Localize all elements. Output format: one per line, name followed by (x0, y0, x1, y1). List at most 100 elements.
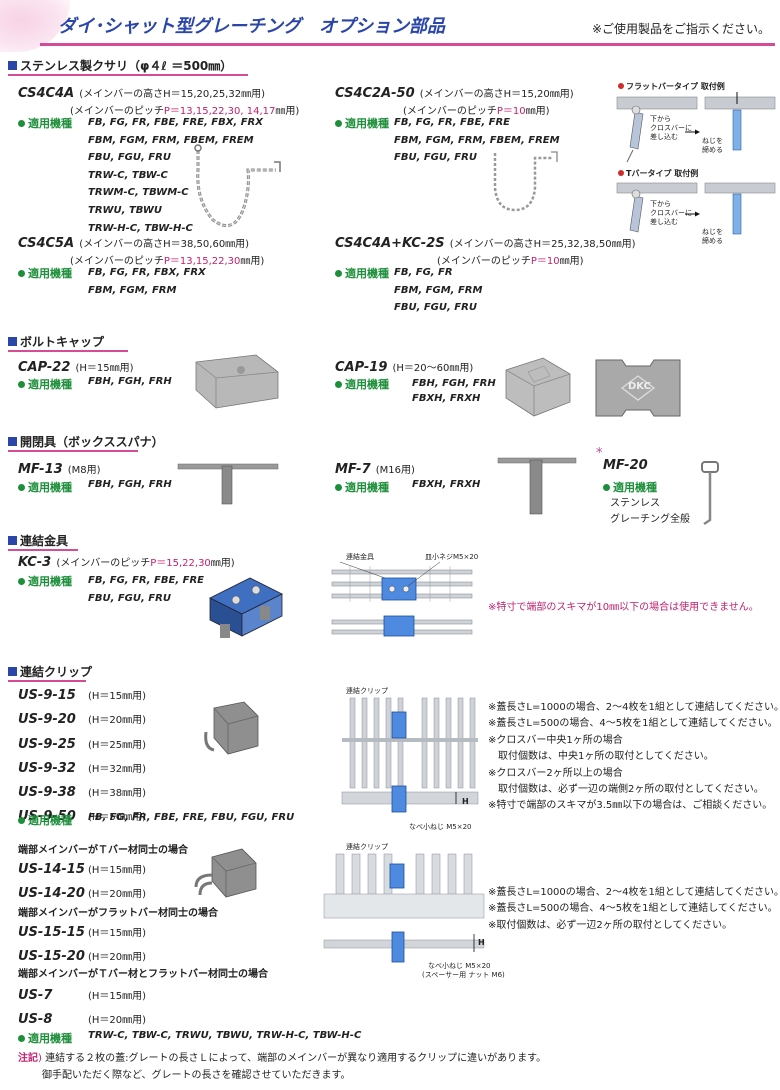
section-underline (8, 74, 248, 76)
model-height: (メインバーの高さH＝15,20,25,32㎜用) (79, 89, 265, 100)
h-dimension-label-2: H (478, 938, 485, 947)
kc-installation-diagram (331, 561, 473, 637)
clip-installation-diagram (341, 697, 479, 813)
t-bar-install-title: Tバータイプ 取付例 (618, 168, 698, 179)
bullet-icon (18, 120, 25, 127)
header-divider (40, 43, 775, 46)
machine-list-cs4c4a-kc-2s: FB, FG, FR FBM, FGM, FRM FBU, FGU, FRU (394, 267, 483, 314)
section-heading-cap: ボルトキャップ (8, 333, 104, 350)
model-spec: (M16用) (375, 465, 415, 476)
kc-diagram-label-screw: 皿小ネジM5×20 (425, 553, 479, 561)
box-spanner-image (497, 457, 577, 515)
footer-note: 注記) 連結する２枚の蓋:グレートの長さＬによって、端部のメインバーが異なり適用… (18, 1053, 547, 1064)
star-mark: * (596, 446, 603, 461)
model-spec: (M8用) (67, 465, 101, 476)
machine-list-mf-13: FBH, FGH, FRH (88, 479, 172, 490)
machine-list-us-b: TRW-C, TBW-C, TRWU, TBWU, TRW-H-C, TBW-H… (88, 1030, 362, 1041)
clip-diagram-label-2: 連結クリップ (346, 843, 388, 851)
section-heading-us: 連結クリップ (8, 663, 92, 680)
model-height: (メインバーの高さH＝25,32,38,50㎜用) (449, 239, 636, 250)
model-name: KC-3 (18, 555, 52, 570)
applicable-label: 適用機種 (18, 812, 72, 828)
us-notes-group-2: ※蓋長さL=1000の場合、2〜4枚を1組として連結してください。 ※蓋長さL=… (488, 887, 780, 931)
chain-image (194, 144, 281, 228)
model-name: CS4C4A+KC-2S (335, 236, 445, 251)
section-heading-chain: ステンレス製クサリ（φ４ℓ ＝500㎜） (8, 57, 232, 74)
mixed-case-heading: 端部メインバーがＴバー材とフラットバー材同士の場合 (18, 969, 268, 980)
clip-screw-label-2: なべ小ねじ M5×20 (428, 962, 491, 970)
section-underline (8, 350, 128, 352)
model-name: CS4C5A (18, 236, 75, 251)
applicable-label: 適用機種 (603, 479, 657, 495)
model-name: CS4C2A-50 (335, 86, 415, 101)
bolt-cap-image (505, 357, 571, 417)
applicable-label: 適用機種 (18, 573, 72, 589)
footer-line-2: 御手配いただく際など、グレートの長さを確認させていただきます。 (42, 1070, 351, 1081)
section-marker-icon (8, 437, 17, 446)
model-spec: (H＝20〜60㎜用) (392, 363, 474, 374)
section-underline (8, 680, 86, 682)
footer-label: 注記 (18, 1053, 38, 1064)
h-dimension-label: H (462, 797, 469, 806)
t-bar-tighten-caption: ねじを 締める (702, 228, 723, 245)
t-bar-install-caption: 下から クロスバーに 差し込む (650, 200, 692, 226)
box-spanner-image (177, 463, 279, 505)
section-underline (8, 549, 78, 551)
opener-hook-image (701, 461, 719, 526)
footer-line-1: 連結する２枚の蓋:グレートの長さＬによって、端部のメインバーが異なり適用するクリ… (45, 1053, 547, 1064)
bullet-icon (18, 381, 25, 388)
chain-image (493, 151, 558, 212)
machine-list-cs4c5a: FB, FG, FR, FBX, FRX FBM, FGM, FRM (88, 267, 206, 296)
flat-bar-install-diagram (616, 92, 776, 163)
t-bar-install-diagram (616, 182, 776, 235)
bullet-icon (335, 484, 342, 491)
us-models-group-f: US-15-15(H＝15㎜用) US-15-20(H＝20㎜用) (18, 925, 147, 964)
flat-bar-install-caption: 下から クロスバーに 差し込む (650, 115, 692, 141)
bullet-icon (335, 270, 342, 277)
section-marker-icon (8, 61, 17, 70)
section-heading-kc: 連結金具 (8, 532, 68, 549)
bullet-icon (18, 1035, 25, 1042)
us-models-group-m: US-7(H＝15㎜用) US-8(H＝20㎜用) (18, 988, 147, 1027)
machine-list-mf-20: ステンレス グレーチング全般 (610, 498, 690, 525)
us-notes-group-1: ※蓋長さL=1000の場合、2〜4枚を1組として連結してください。 ※蓋長さL=… (488, 702, 780, 812)
product-kc-3: KC-3 (メインバーのピッチP＝15,22,30㎜用) (18, 555, 235, 570)
applicable-label: 適用機種 (18, 265, 72, 281)
model-name-mf-20: MF-20 (603, 458, 648, 473)
header-note: ※ご使用製品をご指示ください。 (591, 22, 770, 36)
flat-bar-case-heading: 端部メインバーがフラットバー材同士の場合 (18, 908, 218, 919)
machine-list-cs4c4a: FB, FG, FR, FBE, FRE, FBX, FRX FBM, FGM,… (88, 117, 263, 234)
applicable-label: 適用機種 (335, 376, 389, 392)
model-name: CAP-19 (335, 360, 388, 375)
model-spec: (H＝15㎜用) (75, 363, 134, 374)
model-name: CAP-22 (18, 360, 71, 375)
applicable-label: 適用機種 (18, 115, 72, 131)
bolt-cap-image (195, 354, 279, 409)
model-name: MF-7 (335, 462, 371, 477)
product-mf-13: MF-13 (M8用) (18, 458, 101, 477)
product-cap-22: CAP-22 (H＝15㎜用) (18, 356, 134, 375)
product-cs4c5a: CS4C5A (メインバーの高さH＝38,50,60㎜用) (メインバーのピッチ… (18, 236, 265, 267)
section-marker-icon (8, 536, 17, 545)
page-title: ダイ･シャット型グレーチング オプション部品 (58, 16, 445, 37)
dkc-logo: DKC (628, 381, 651, 392)
product-cap-19: CAP-19 (H＝20〜60㎜用) (335, 356, 473, 375)
kc-note: ※特寸で端部のスキマが10㎜以下の場合は使用できません。 (488, 602, 759, 613)
model-height: (メインバーの高さH＝38,50,60㎜用) (79, 239, 250, 250)
us-models-group-t: US-14-15(H＝15㎜用) US-14-20(H＝20㎜用) (18, 862, 147, 901)
machine-list-cap-19: FBH, FGH, FRH FBXH, FRXH (412, 378, 496, 404)
machine-list-mf-7: FBXH, FRXH (412, 479, 481, 490)
applicable-label: 適用機種 (18, 376, 72, 392)
machine-list-us-9: FB, FG, FR, FBE, FRE, FBU, FGU, FRU (88, 812, 295, 823)
section-marker-icon (8, 337, 17, 346)
bullet-icon (335, 381, 342, 388)
bullet-icon (18, 270, 25, 277)
bullet-icon (18, 817, 25, 824)
flat-bar-tighten-caption: ねじを 締める (702, 137, 723, 154)
product-mf-7: MF-7 (M16用) (335, 458, 415, 477)
clip-screw-label: なべ小ねじ M5×20 (409, 823, 472, 831)
machine-list-kc-3: FB, FG, FR, FBE, FRE FBU, FGU, FRU (88, 575, 204, 604)
machine-list-cap-22: FBH, FGH, FRH (88, 376, 172, 387)
bullet-icon (18, 484, 25, 491)
applicable-label: 適用機種 (18, 1030, 72, 1046)
